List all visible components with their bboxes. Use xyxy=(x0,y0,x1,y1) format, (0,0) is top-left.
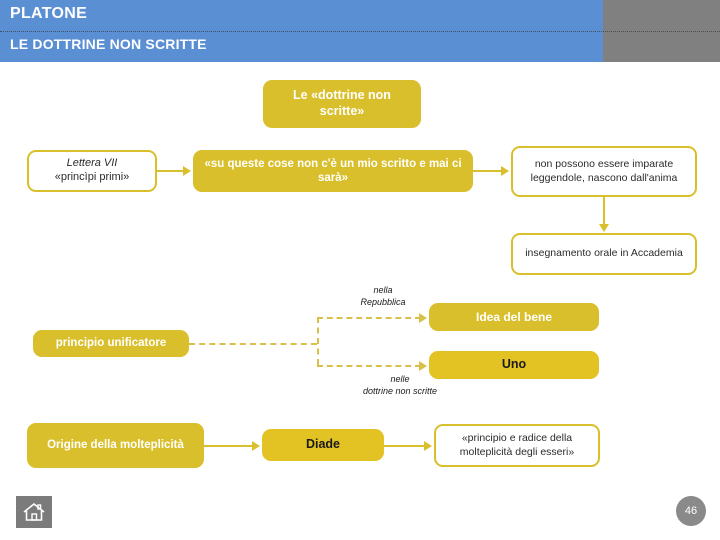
connector-diade-to-definition xyxy=(384,445,426,447)
edge-label-nella-repubblica-line1: nella xyxy=(373,285,393,295)
connector-origine-to-diade xyxy=(204,445,254,447)
arrowhead-diade-to-definition xyxy=(424,441,432,451)
lettera-vii-line1: Lettera VII xyxy=(66,157,118,170)
dashed-connector-to-uno xyxy=(317,365,421,367)
node-consequence: non possono essere imparate leggendole, … xyxy=(511,146,697,197)
edge-label-nella-repubblica: nella Repubblica xyxy=(340,285,426,308)
node-principio-unificatore: principio unificatore xyxy=(33,330,189,357)
node-main-title: Le «dottrine non scritte» xyxy=(263,80,421,128)
lettera-vii-line2: «princìpi primi» xyxy=(54,171,130,183)
arrowhead-to-uno xyxy=(419,361,427,371)
node-idea-del-bene: Idea del bene xyxy=(429,303,599,331)
node-quote: «su queste cose non c'è un mio scritto e… xyxy=(193,150,473,192)
node-diade: Diade xyxy=(262,429,384,461)
connector-consequence-to-teaching xyxy=(603,197,605,226)
connector-quote-to-consequence xyxy=(473,170,503,172)
page-number-badge: 46 xyxy=(676,496,706,526)
header-divider xyxy=(0,31,720,33)
node-lettera-vii: Lettera VII «princìpi primi» xyxy=(27,150,157,192)
node-uno: Uno xyxy=(429,351,599,379)
connector-lettera-to-quote xyxy=(157,170,185,172)
home-icon xyxy=(23,502,45,521)
page-title: PLATONE xyxy=(10,5,88,22)
arrowhead-quote-to-consequence xyxy=(501,166,509,176)
arrowhead-lettera-to-quote xyxy=(183,166,191,176)
home-button[interactable] xyxy=(16,496,52,528)
edge-label-nella-repubblica-line2: Repubblica xyxy=(360,296,406,307)
dashed-connector-to-idea xyxy=(317,317,421,319)
dashed-connector-branch-vertical xyxy=(317,317,319,365)
page-subtitle: LE DOTTRINE NON SCRITTE xyxy=(10,36,207,52)
edge-label-nelle-dottrine-line2: dottrine non scritte xyxy=(362,385,438,396)
node-definizione-diade: «principio e radice della molteplicità d… xyxy=(434,424,600,467)
arrowhead-consequence-to-teaching xyxy=(599,224,609,232)
edge-label-nelle-dottrine-line1: nelle xyxy=(390,374,410,384)
arrowhead-to-idea xyxy=(419,313,427,323)
arrowhead-origine-to-diade xyxy=(252,441,260,451)
edge-label-nelle-dottrine: nelle dottrine non scritte xyxy=(317,374,483,397)
node-origine-molteplicita: Origine della molteplicità xyxy=(27,423,204,468)
node-teaching: insegnamento orale in Accademia xyxy=(511,233,697,275)
dashed-connector-trunk xyxy=(189,343,317,345)
